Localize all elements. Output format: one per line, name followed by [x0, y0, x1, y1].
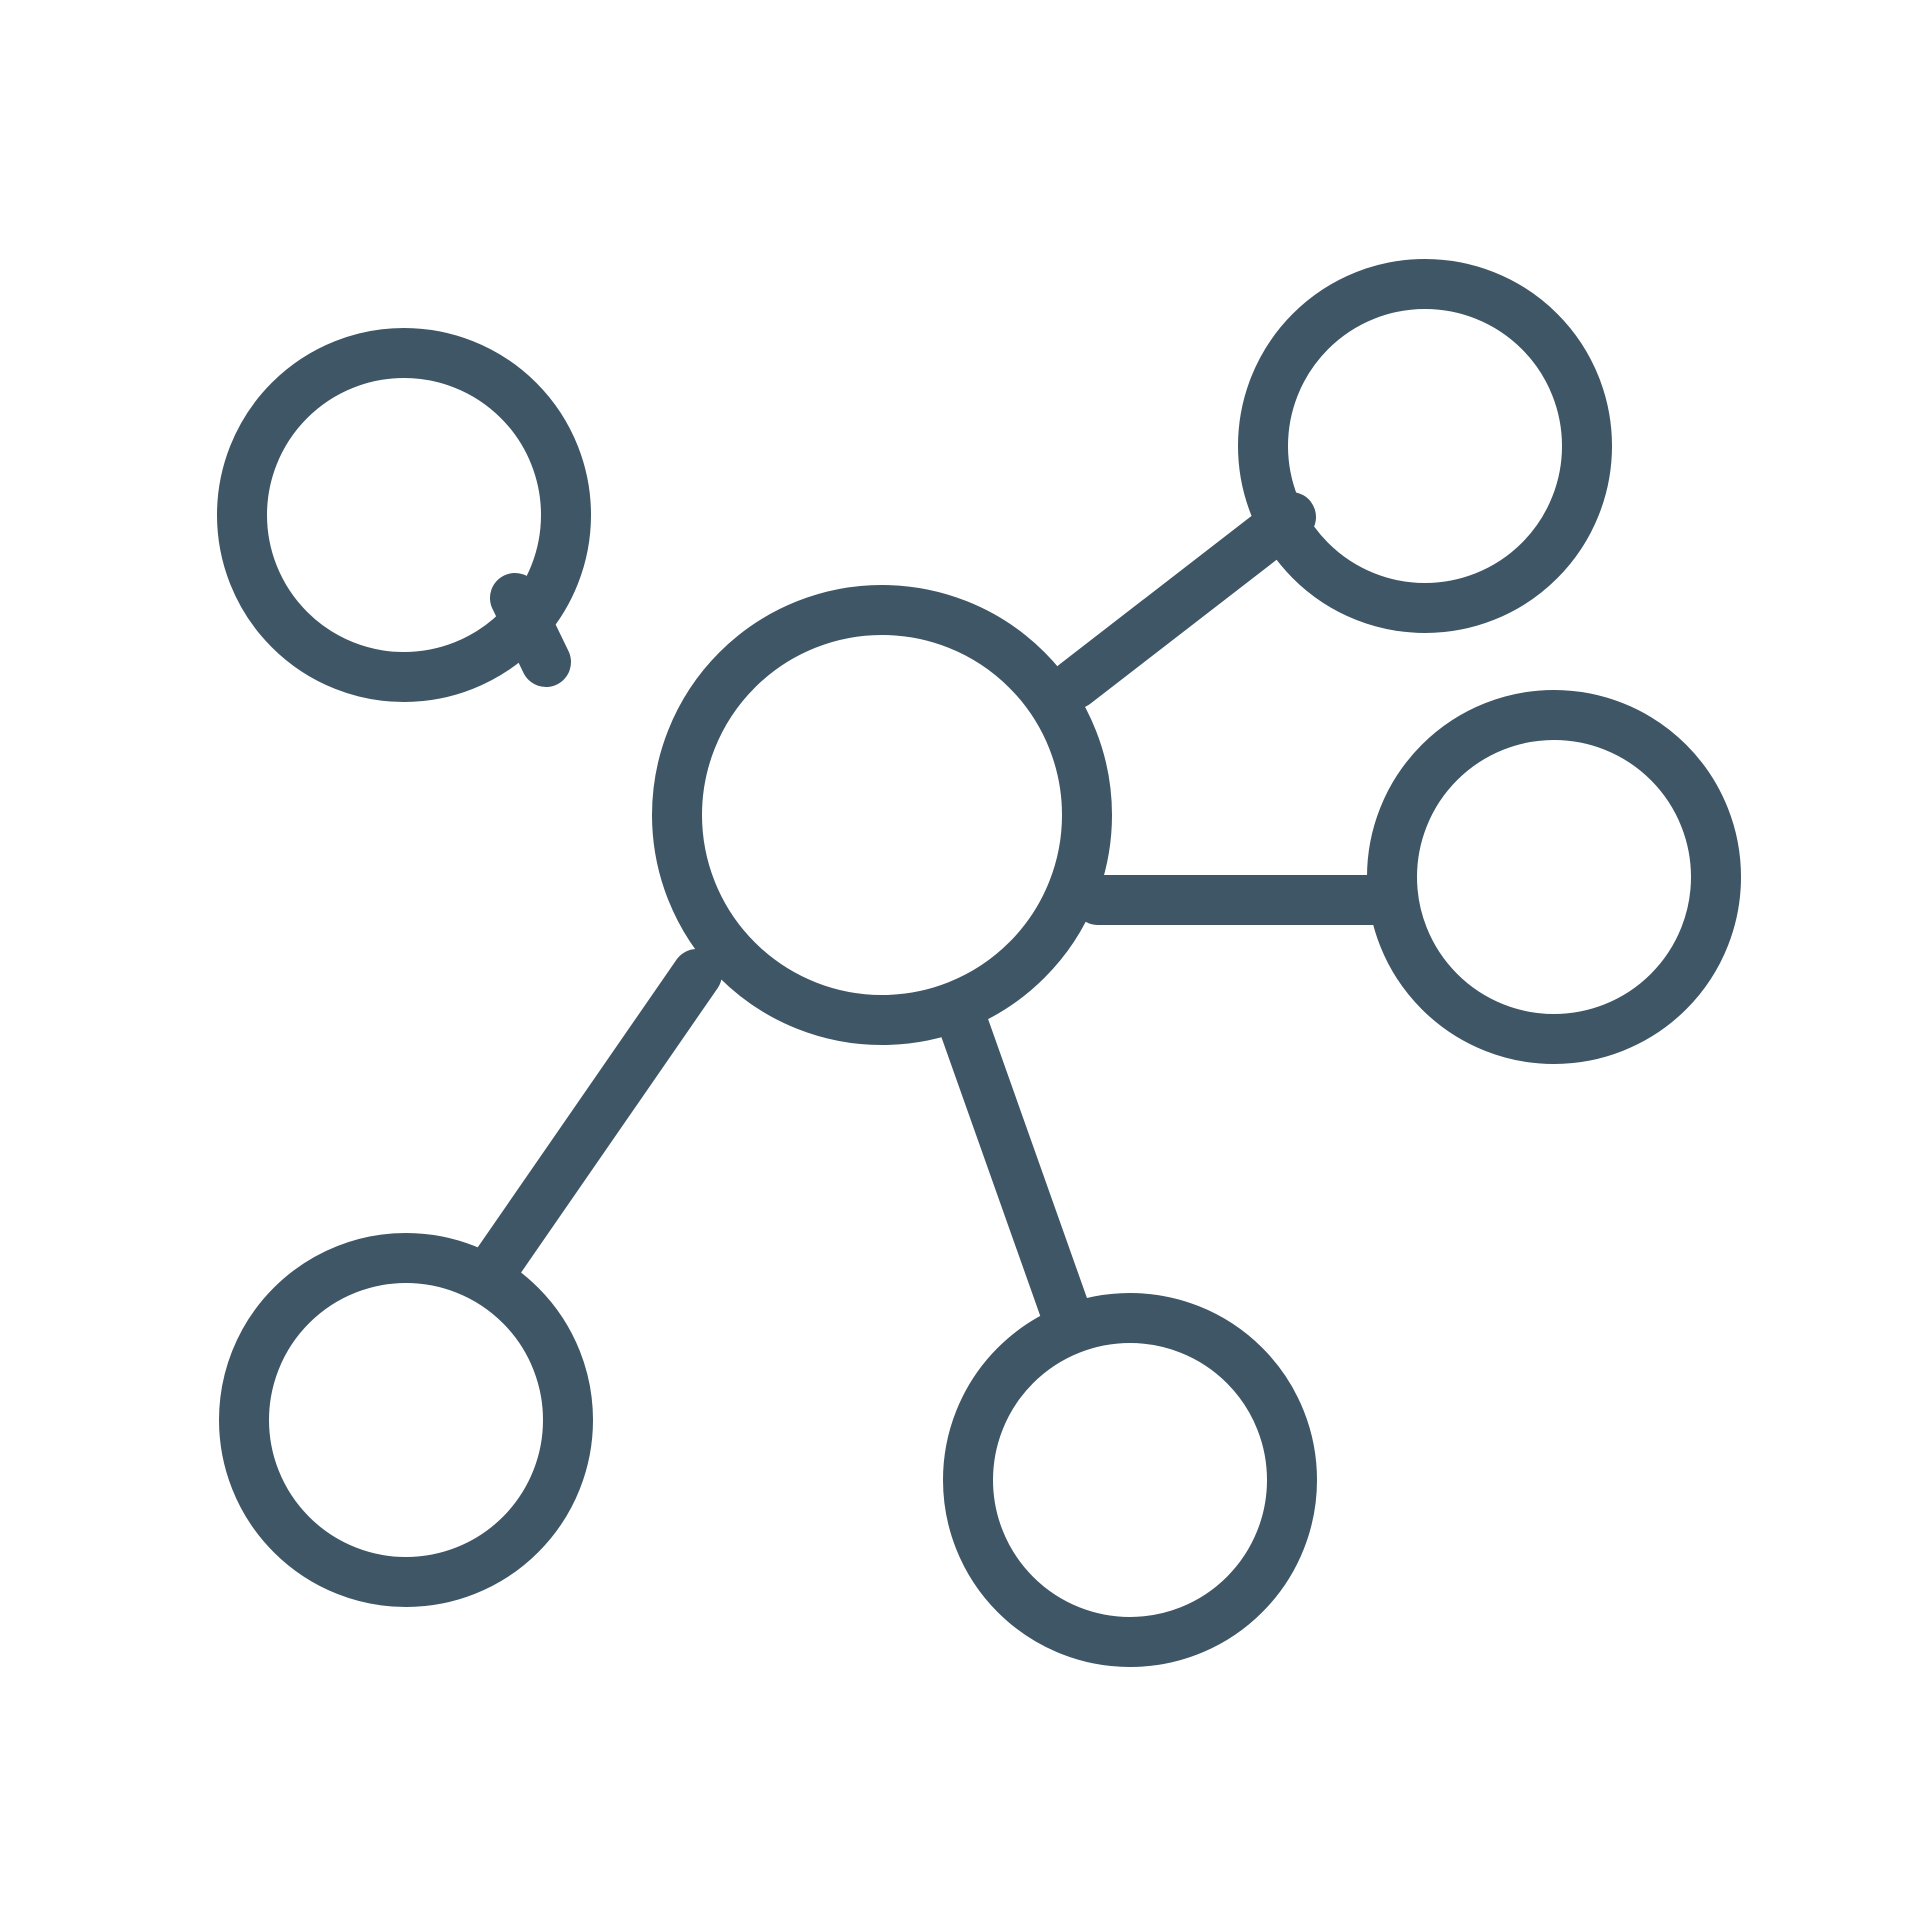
- connector-line-lower-right: [939, 1001, 1095, 1350]
- node-circle-right: [1367, 690, 1741, 1064]
- node-circle-upper-left: [217, 328, 591, 702]
- node-circle-upper-right: [1238, 259, 1612, 633]
- node-circle-lower-right: [943, 1293, 1317, 1667]
- node-circle-lower-left: [219, 1233, 593, 1607]
- connector-line-upper-right: [1050, 492, 1316, 709]
- connector-line-lower-left: [464, 949, 722, 1300]
- central-node-circle: [652, 585, 1112, 1045]
